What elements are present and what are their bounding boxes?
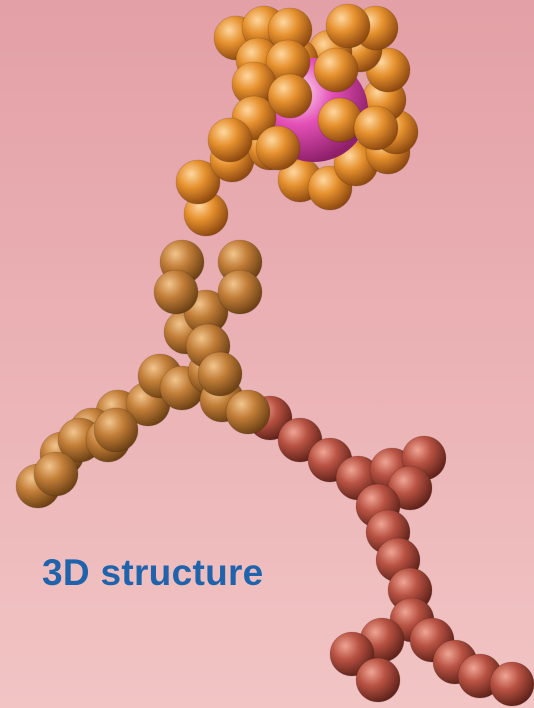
linker-bead <box>226 390 270 434</box>
ring-bead <box>326 4 370 48</box>
ring-bead <box>268 74 312 118</box>
branch-bead <box>490 662 534 706</box>
linker-bead <box>94 408 138 452</box>
branch-bead <box>356 658 400 702</box>
linker-bead <box>34 452 78 496</box>
linker-bead <box>218 270 262 314</box>
ring-bead <box>208 118 252 162</box>
ring-bead <box>354 106 398 150</box>
linker-bead <box>198 352 242 396</box>
ring-bead <box>256 126 300 170</box>
ring-bead <box>314 48 358 92</box>
caption-3d-structure: 3D structure <box>42 552 264 594</box>
linker-bead <box>154 270 198 314</box>
